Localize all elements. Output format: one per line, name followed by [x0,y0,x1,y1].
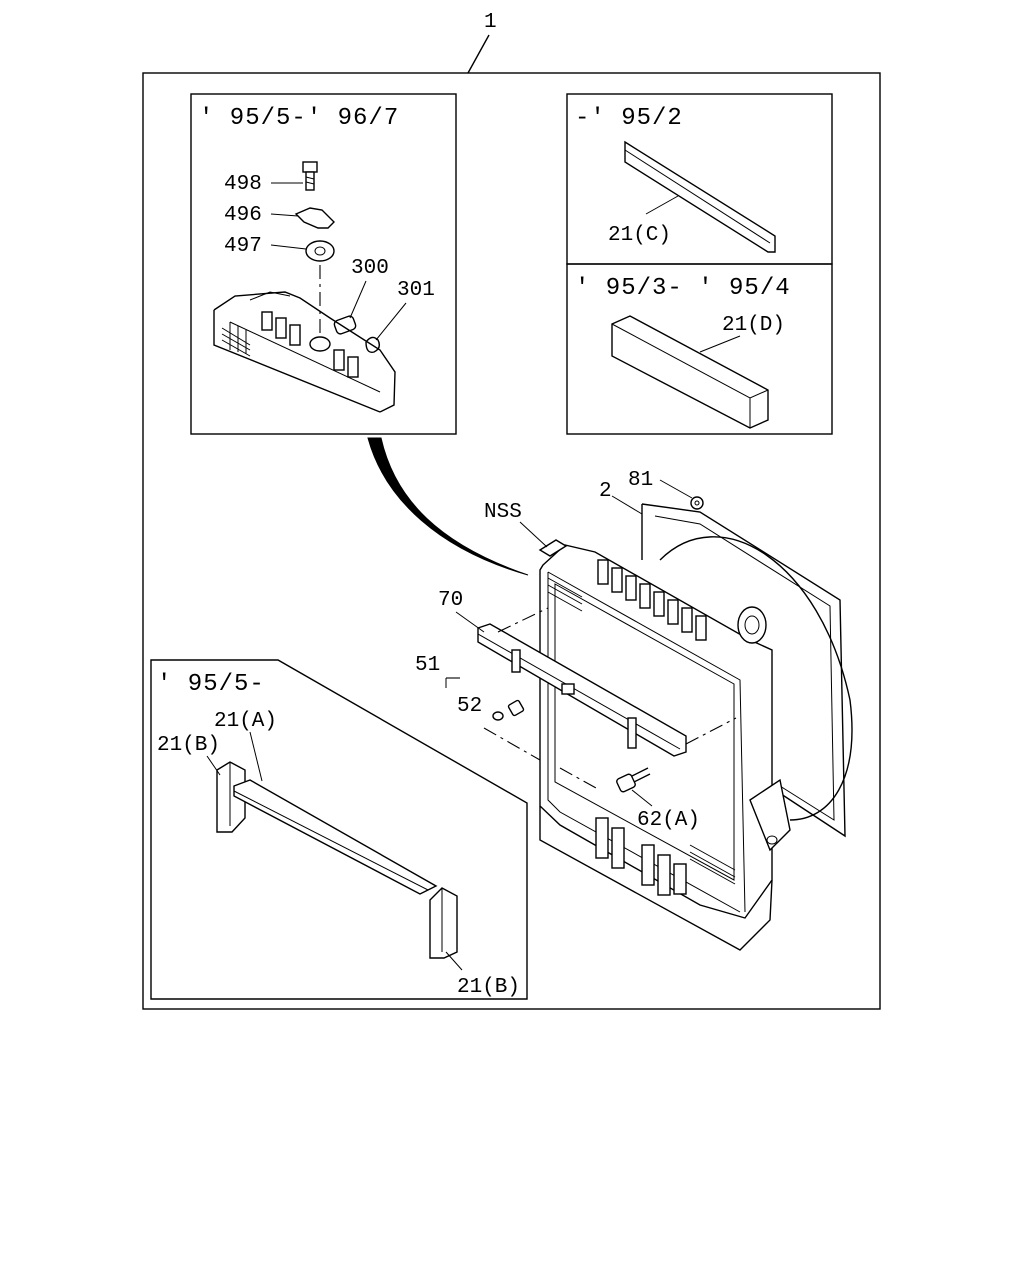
seal-21a-icon [233,779,438,895]
label-51: 51 [415,654,440,677]
sensor-300-icon [333,315,357,335]
gasket-497-icon [305,240,335,262]
core-hatching [547,577,736,885]
label-52: 52 [457,695,482,718]
nss-clip-icon [538,539,568,557]
label-301: 301 [397,279,435,302]
label-21d: 21(D) [722,314,785,337]
label-21b-top: 21(B) [157,734,220,757]
inset-seal-ab-date: ' 95/5- [157,671,265,698]
radiator-tank-fragment [213,291,396,413]
nut-81-icon [690,496,704,510]
label-70: 70 [438,589,463,612]
label-21a: 21(A) [214,710,277,733]
inset-seal-d: ' 95/3- ' 95/4 21(D) [566,263,833,435]
label-81: 81 [628,469,653,492]
inset-seal-d-date: ' 95/3- ' 95/4 [575,275,791,302]
label-nss: NSS [484,501,522,524]
detail-pointer-swoosh [367,437,529,576]
baffle-70 [477,623,687,757]
seal-21b-right-icon [429,887,458,959]
inset-seal-c: -' 95/2 21(C) [566,93,833,265]
label-498: 498 [224,173,262,196]
radiator-assembly: NSS 2 81 70 51 52 62(A) [415,469,853,951]
inset-sensor-detail: ' 95/5-' 96/7 [190,93,457,435]
label-2: 2 [599,480,612,503]
bracket-496-icon [294,207,335,229]
label-21b-bottom: 21(B) [457,976,520,999]
top-tank-fins [597,559,707,641]
assembly-number: 1 [484,11,497,34]
label-21c: 21(C) [608,224,671,247]
inset-sensor-date: ' 95/5-' 96/7 [199,105,399,132]
inset-seal-c-date: -' 95/2 [575,105,683,132]
label-497: 497 [224,235,262,258]
inset-seal-ab: ' 95/5- 21(A) 21(B) 21(B) [150,659,528,1000]
main-frame [142,72,881,1010]
bolt-52-icon [492,699,525,721]
bolt-498-icon [302,161,318,191]
radiator-core [539,544,773,919]
label-496: 496 [224,204,262,227]
upper-hose-outlet [737,606,767,644]
seal-21c-icon [624,140,776,253]
bolt-62a-icon [616,767,651,793]
bottom-tank-fins [595,817,687,896]
label-300: 300 [351,257,389,280]
seal-21d-icon [611,315,769,429]
assembly-leader [467,34,490,74]
label-62a: 62(A) [637,809,700,832]
fan-shroud [641,503,846,838]
